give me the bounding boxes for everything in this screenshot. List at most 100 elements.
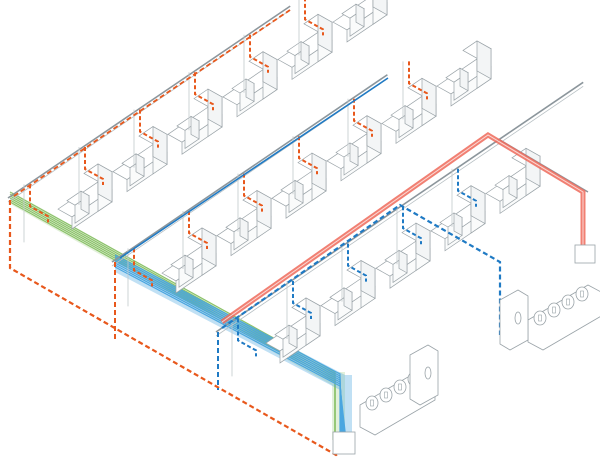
machine-clamp-side: [398, 249, 408, 274]
pipe-bundles: [9, 191, 352, 441]
overhead-rail-2: [111, 74, 388, 263]
blue-pipe: [114, 254, 341, 440]
material-drop-line: [139, 109, 159, 148]
machine-cabinet-side: [311, 152, 327, 192]
loader-units: [332, 244, 600, 455]
injection-machine: [265, 297, 321, 364]
dryer-cabinet: [409, 344, 439, 406]
material-drop-line: [292, 281, 312, 319]
dryer-gauge: [424, 366, 432, 380]
material-drop-line: [457, 168, 477, 207]
material-drop-line: [243, 173, 263, 212]
end-manifold: [574, 244, 596, 264]
hopper-loader: [365, 395, 379, 411]
machine-cabinet-side: [470, 185, 486, 225]
material-drop-line: [29, 184, 49, 223]
injection-machine: [381, 77, 437, 145]
dryer-cabinet: [499, 289, 529, 351]
material-drop-line: [237, 318, 257, 357]
machine-cabinet-side: [476, 40, 492, 80]
machine-cabinet-side: [256, 189, 272, 229]
hopper-window: [398, 383, 402, 391]
hopper-window: [552, 306, 556, 314]
blue-pipe: [114, 260, 344, 441]
machine-clamp-side: [245, 78, 255, 103]
machine-clamp-side: [288, 324, 298, 349]
material-drop-line: [249, 34, 269, 73]
injection-machine: [167, 88, 223, 155]
hopper-window: [384, 391, 388, 399]
injection-machine: [161, 227, 217, 294]
blue-bundle-fill: [115, 255, 352, 440]
blue-pipe: [114, 262, 345, 441]
blue-pipe: [114, 258, 343, 441]
overhead-rail-1: [7, 5, 291, 199]
central-manifold: [332, 431, 356, 455]
machine-clamp-side: [80, 190, 90, 215]
blue-main-line: [221, 203, 502, 335]
hopper-loader: [379, 387, 393, 403]
injection-machine: [112, 125, 168, 193]
machine-clamp-side: [190, 115, 200, 140]
injection-machine: [320, 259, 376, 327]
machine-clamp-side: [349, 142, 359, 167]
hopper-loader: [547, 302, 561, 318]
injection-machine: [277, 13, 333, 81]
machine-clamp-side: [135, 153, 145, 177]
machine-clamp-side: [343, 287, 353, 311]
machine-cabinet-side: [317, 13, 333, 53]
machine-cabinet-side: [415, 222, 431, 262]
injection-machine: [222, 51, 278, 118]
green-pipe: [9, 201, 336, 440]
hopper-window: [580, 290, 584, 298]
blue-rail-line: [119, 77, 389, 259]
blue-pipe: [114, 264, 346, 441]
injection-machine: [485, 147, 541, 215]
green-pipe: [9, 197, 336, 440]
machine-cabinet-side: [97, 163, 113, 203]
green-pipe: [9, 195, 336, 440]
material-drop-line: [304, 0, 324, 36]
material-drop-line: [402, 206, 422, 245]
material-drop-line: [298, 136, 318, 175]
machine-clamp-side: [239, 217, 249, 241]
machine-cabinet-side: [360, 259, 376, 299]
injection-machine: [216, 189, 272, 257]
dryer-gauge: [514, 311, 522, 325]
injection-machine: [436, 40, 492, 107]
injection-machine: [57, 163, 113, 230]
machine-cabinet-side: [207, 88, 223, 128]
hopper-window: [538, 314, 542, 322]
injection-machine: [430, 185, 486, 252]
material-drop-line: [133, 248, 153, 287]
green-pipe: [9, 199, 336, 440]
hopper-loader: [575, 286, 589, 302]
machine-clamp-side: [184, 254, 194, 279]
machine-clamp-side: [300, 41, 310, 65]
machine-cabinet-side: [262, 51, 278, 91]
hopper-loader: [393, 379, 407, 395]
machine-cabinet-side: [305, 297, 321, 337]
material-drop-line: [353, 98, 373, 137]
machine-cabinet-side: [201, 227, 217, 267]
machine-cabinet-side: [366, 115, 382, 155]
machine-clamp-side: [355, 3, 365, 28]
red-main-pipe-highlight: [221, 134, 584, 323]
machine-clamp-side: [404, 105, 414, 129]
blue-pipe: [114, 256, 342, 441]
machine-clamp-side: [294, 179, 304, 204]
hopper-loader: [533, 310, 547, 326]
material-drop-line: [347, 243, 367, 282]
machine-clamp-side: [508, 175, 518, 199]
material-drop-line: [408, 61, 428, 100]
machines-layer: [57, 0, 541, 364]
material-drop-line: [194, 72, 214, 111]
overhead-rail-edge-3: [215, 85, 584, 337]
machine-cabinet-side: [421, 77, 437, 117]
hopper-window: [566, 298, 570, 306]
injection-machine: [375, 222, 431, 289]
injection-machine: [326, 115, 382, 182]
material-drop-line: [84, 147, 104, 185]
machine-clamp-side: [459, 67, 469, 92]
